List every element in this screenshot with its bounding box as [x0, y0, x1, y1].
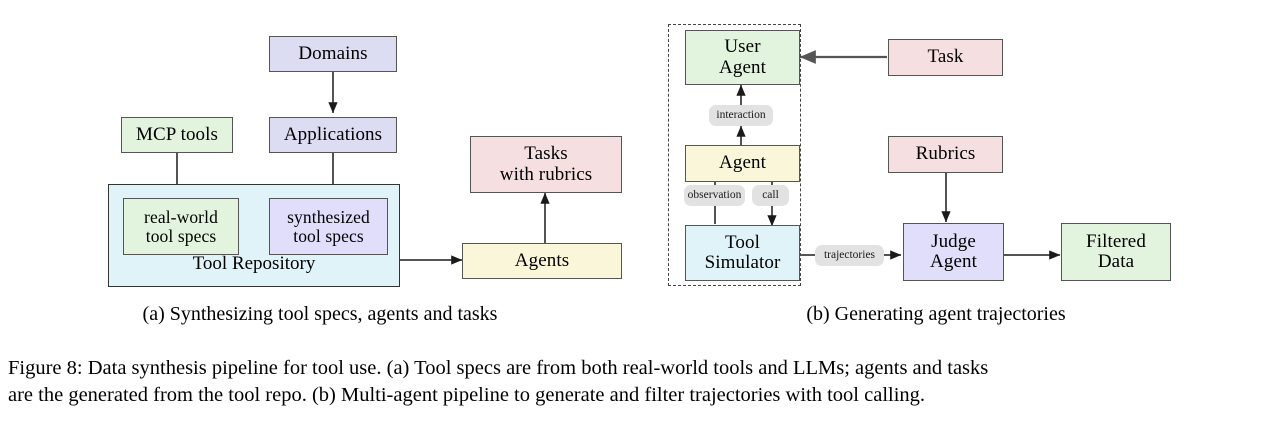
chip-call: call: [752, 185, 789, 206]
node-mcp-tools-label: MCP tools: [135, 123, 219, 145]
subcaption-b: (b) Generating agent trajectories: [806, 303, 1066, 325]
node-user-agent-label: User Agent: [719, 36, 766, 78]
node-agent[interactable]: Agent: [685, 145, 800, 182]
node-filtered-data[interactable]: Filtered Data: [1061, 223, 1171, 281]
node-rubrics[interactable]: Rubrics: [888, 136, 1003, 173]
subcaption-a: (a) Synthesizing tool specs, agents and …: [142, 303, 498, 325]
node-real-world-tool-specs[interactable]: real-world tool specs: [123, 198, 239, 255]
node-applications[interactable]: Applications: [269, 117, 397, 153]
node-domains[interactable]: Domains: [269, 36, 397, 72]
node-agents-label: Agents: [514, 249, 570, 271]
tool-repository-label: Tool Repository: [192, 253, 316, 274]
chip-call-label: call: [762, 188, 779, 201]
node-user-agent[interactable]: User Agent: [685, 30, 800, 85]
chip-interaction-label: interaction: [716, 108, 766, 121]
node-mcp-tools[interactable]: MCP tools: [121, 117, 233, 153]
node-domains-label: Domains: [298, 42, 368, 64]
node-synthesized-tool-specs[interactable]: synthesized tool specs: [269, 198, 388, 255]
node-agent-label: Agent: [719, 152, 766, 174]
chip-interaction: interaction: [709, 105, 773, 126]
node-tasks-with-rubrics-label: Tasks with rubrics: [499, 143, 593, 185]
node-judge-agent-label: Judge Agent: [930, 230, 977, 272]
chip-trajectories: trajectories: [815, 245, 884, 266]
node-agents[interactable]: Agents: [462, 243, 622, 279]
node-task[interactable]: Task: [888, 39, 1003, 76]
node-rubrics-label: Rubrics: [915, 143, 976, 165]
caption-line-1: Figure 8: Data synthesis pipeline for to…: [8, 357, 989, 379]
chip-observation: observation: [684, 185, 745, 206]
node-synthesized-tool-specs-label: synthesized tool specs: [287, 206, 370, 246]
node-applications-label: Applications: [283, 123, 383, 145]
chip-trajectories-label: trajectories: [823, 248, 876, 261]
node-tool-simulator[interactable]: Tool Simulator: [685, 225, 800, 281]
figure-caption: Figure 8: Data synthesis pipeline for to…: [8, 355, 1276, 408]
node-judge-agent[interactable]: Judge Agent: [903, 223, 1004, 281]
node-tasks-with-rubrics[interactable]: Tasks with rubrics: [470, 136, 622, 193]
node-filtered-data-label: Filtered Data: [1086, 230, 1146, 272]
node-task-label: Task: [927, 46, 964, 68]
node-real-world-tool-specs-label: real-world tool specs: [144, 206, 218, 246]
group-interaction-loop: [668, 24, 801, 286]
node-tool-simulator-label: Tool Simulator: [704, 231, 781, 273]
chip-observation-label: observation: [687, 188, 742, 201]
caption-line-2: are the generated from the tool repo. (b…: [8, 383, 926, 406]
